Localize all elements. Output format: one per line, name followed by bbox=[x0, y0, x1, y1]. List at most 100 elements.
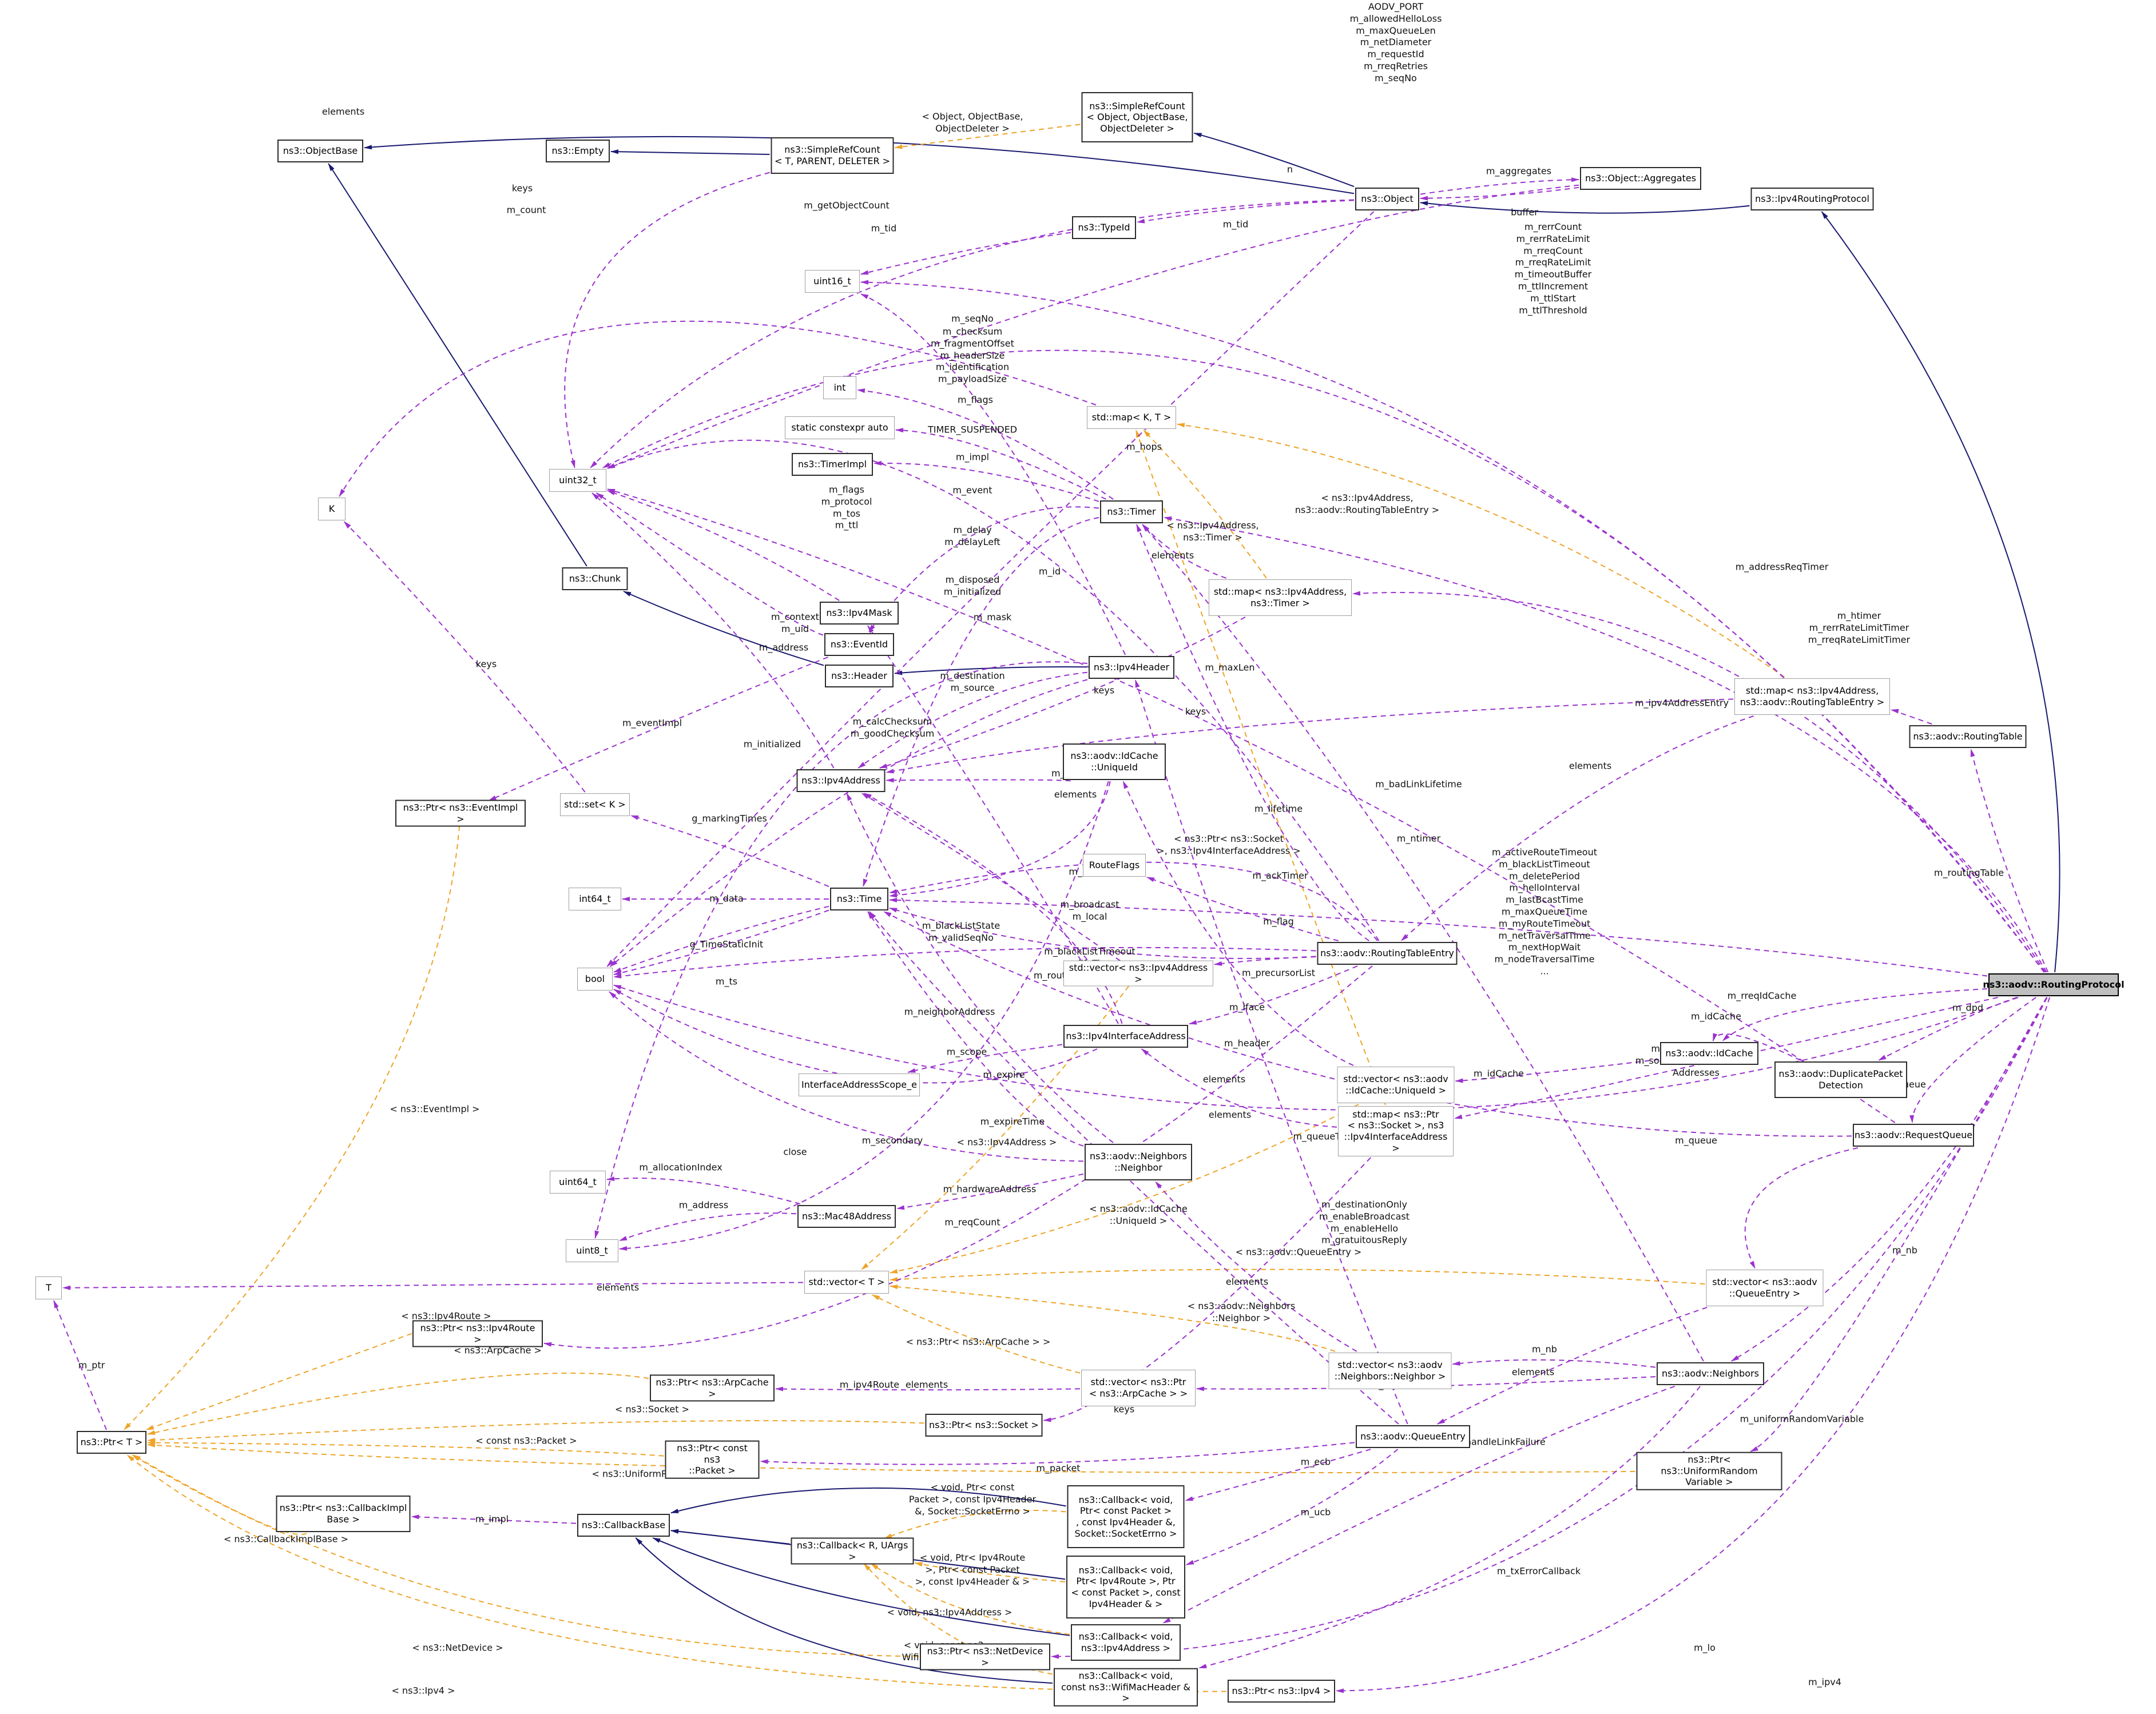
node-uint32[interactable]: uint32_t bbox=[549, 469, 606, 492]
node-typeid[interactable]: ns3::TypeId bbox=[1072, 216, 1136, 239]
node-vec_uid[interactable]: std::vector< ns3::aodv ::IdCache::Unique… bbox=[1337, 1067, 1455, 1103]
node-map_art[interactable]: std::map< ns3::Ipv4Address, ns3::aodv::R… bbox=[1734, 678, 1890, 715]
node-cb_ecb[interactable]: ns3::Callback< void, Ptr< const Packet >… bbox=[1067, 1485, 1185, 1548]
node-timer[interactable]: ns3::Timer bbox=[1100, 500, 1163, 523]
node-ptr_ipv4[interactable]: ns3::Ptr< ns3::Ipv4 > bbox=[1228, 1680, 1335, 1703]
node-iface[interactable]: ns3::Ipv4InterfaceAddress bbox=[1063, 1025, 1188, 1048]
edge-ptr_pkt-ptr_t bbox=[147, 1440, 664, 1457]
node-src_t[interactable]: ns3::SimpleRefCount < T, PARENT, DELETER… bbox=[771, 137, 894, 174]
edge-label: < ns3::Ipv4Address > bbox=[956, 1136, 1057, 1148]
node-scope[interactable]: InterfaceAddressScope_e bbox=[799, 1073, 920, 1096]
edge-time-bool_ bbox=[613, 909, 829, 976]
node-ipv4mask[interactable]: ns3::Ipv4Mask bbox=[820, 602, 899, 625]
node-cexpr[interactable]: static constexpr auto bbox=[785, 416, 895, 439]
node-int64[interactable]: int64_t bbox=[569, 888, 621, 910]
edge-label: < const ns3::Packet > bbox=[475, 1435, 577, 1446]
node-routeflags[interactable]: RouteFlags bbox=[1083, 854, 1146, 877]
edge-neighbor-time bbox=[867, 911, 1084, 1147]
edge-label: < void, Ptr< const Packet >, const Ipv4H… bbox=[908, 1481, 1037, 1517]
edge-rte-uint32 bbox=[607, 439, 1380, 941]
node-rte[interactable]: ns3::aodv::RoutingTableEntry bbox=[1317, 942, 1458, 965]
edge-label: m_getObjectCount bbox=[804, 200, 890, 211]
node-src_obj[interactable]: ns3::SimpleRefCount < Object, ObjectBase… bbox=[1081, 92, 1193, 142]
node-time[interactable]: ns3::Time bbox=[830, 888, 888, 910]
node-rp[interactable]: ns3::aodv::RoutingProtocol bbox=[1983, 973, 2125, 996]
edge-label: elements bbox=[1225, 1276, 1269, 1287]
node-ptr_eventimpl[interactable]: ns3::Ptr< ns3::EventImpl > bbox=[395, 800, 526, 827]
node-ptr_sock[interactable]: ns3::Ptr< ns3::Socket > bbox=[925, 1414, 1043, 1437]
edge-label: m_ecb bbox=[1300, 1456, 1331, 1468]
node-qe[interactable]: ns3::aodv::QueueEntry bbox=[1356, 1425, 1470, 1448]
node-uint16[interactable]: uint16_t bbox=[805, 270, 860, 293]
edge-eventid-uint32 bbox=[595, 492, 824, 636]
edge-vec_t-t bbox=[62, 1282, 804, 1290]
node-object[interactable]: ns3::Object bbox=[1355, 188, 1419, 210]
node-vec_nb[interactable]: std::vector< ns3::aodv ::Neighbors::Neig… bbox=[1328, 1353, 1452, 1389]
node-cb_ip[interactable]: ns3::Callback< void, ns3::Ipv4Address > bbox=[1071, 1624, 1181, 1661]
node-neighbors[interactable]: ns3::aodv::Neighbors bbox=[1657, 1362, 1764, 1385]
node-chunk[interactable]: ns3::Chunk bbox=[562, 567, 628, 590]
node-objectbase[interactable]: ns3::ObjectBase bbox=[277, 140, 363, 162]
node-map_at[interactable]: std::map< ns3::Ipv4Address, ns3::Timer > bbox=[1209, 579, 1352, 616]
edge-label: m_flags bbox=[958, 394, 993, 405]
node-dpd[interactable]: ns3::aodv::DuplicatePacket Detection bbox=[1774, 1061, 1907, 1098]
edge-label: m_expireTime bbox=[980, 1116, 1045, 1127]
edge-map_si-map_kt bbox=[1135, 430, 1386, 1105]
node-ptr_pkt[interactable]: ns3::Ptr< const ns3 ::Packet > bbox=[665, 1440, 760, 1479]
edge-src_t-uint32 bbox=[564, 172, 770, 468]
node-idcache[interactable]: ns3::aodv::IdCache bbox=[1660, 1042, 1758, 1065]
node-header[interactable]: ns3::Header bbox=[825, 665, 894, 687]
node-cb_wifi[interactable]: ns3::Callback< void, const ns3::WifiMacH… bbox=[1054, 1668, 1198, 1707]
node-ptr_cbi[interactable]: ns3::Ptr< ns3::CallbackImpl Base > bbox=[276, 1496, 411, 1532]
node-ipv4header[interactable]: ns3::Ipv4Header bbox=[1089, 656, 1174, 679]
node-mac48[interactable]: ns3::Mac48Address bbox=[797, 1205, 896, 1228]
node-ptr_urv[interactable]: ns3::Ptr< ns3::UniformRandom Variable > bbox=[1636, 1451, 1782, 1490]
node-neighbor[interactable]: ns3::aodv::Neighbors ::Neighbor bbox=[1085, 1144, 1192, 1180]
node-ptr_nd[interactable]: ns3::Ptr< ns3::NetDevice > bbox=[920, 1643, 1050, 1671]
node-ipv4addr[interactable]: ns3::Ipv4Address bbox=[796, 769, 886, 792]
node-uint8[interactable]: uint8_t bbox=[566, 1239, 618, 1262]
node-vec_t[interactable]: std::vector< T > bbox=[804, 1271, 889, 1294]
node-uniqueid[interactable]: ns3::aodv::IdCache ::UniqueId bbox=[1063, 743, 1166, 780]
edge-label: m_lo bbox=[1694, 1642, 1716, 1653]
node-vec_qe[interactable]: std::vector< ns3::aodv ::QueueEntry > bbox=[1706, 1270, 1824, 1306]
node-map_si[interactable]: std::map< ns3::Ptr < ns3::Socket >, ns3 … bbox=[1338, 1106, 1454, 1156]
node-int_[interactable]: int bbox=[823, 376, 856, 399]
edge-src_t-empty bbox=[610, 149, 770, 155]
edge-ptr_t-t bbox=[53, 1300, 107, 1430]
node-timerimpl[interactable]: ns3::TimerImpl bbox=[792, 453, 873, 476]
edge-ptr_ipv4-ptr_t bbox=[126, 1454, 1227, 1692]
node-aggregates[interactable]: ns3::Object::Aggregates bbox=[1580, 167, 1701, 190]
node-vec_ip[interactable]: std::vector< ns3::Ipv4Address > bbox=[1063, 960, 1213, 987]
edge-ipv4addr-uint32 bbox=[591, 492, 835, 769]
edge-label: m_neighborAddress bbox=[904, 1006, 995, 1017]
edge-label: keys bbox=[1185, 706, 1206, 717]
node-map_kt[interactable]: std::map< K, T > bbox=[1087, 406, 1176, 429]
edge-label: m_secondary bbox=[861, 1135, 923, 1146]
edge-label: m_nb bbox=[1892, 1244, 1917, 1256]
node-empty[interactable]: ns3::Empty bbox=[546, 140, 610, 162]
edge-qe-time bbox=[869, 911, 1399, 1425]
edge-mac48-uint8 bbox=[619, 1212, 797, 1242]
node-cbbase[interactable]: ns3::CallbackBase bbox=[577, 1514, 670, 1537]
node-cb_ucb[interactable]: ns3::Callback< void, Ptr< Ipv4Route >, P… bbox=[1066, 1556, 1185, 1618]
edge-label: elements bbox=[905, 1379, 948, 1390]
node-ipv4rp[interactable]: ns3::Ipv4RoutingProtocol bbox=[1750, 188, 1874, 210]
node-ptr_t[interactable]: ns3::Ptr< T > bbox=[77, 1431, 146, 1454]
node-eventid[interactable]: ns3::EventId bbox=[824, 633, 894, 656]
node-rtable[interactable]: ns3::aodv::RoutingTable bbox=[1909, 725, 2027, 748]
edge-label: m_data bbox=[709, 893, 744, 904]
edge-label: < ns3::aodv::Neighbors ::Neighbor > bbox=[1187, 1301, 1296, 1323]
node-ptr_route[interactable]: ns3::Ptr< ns3::Ipv4Route > bbox=[412, 1320, 543, 1347]
node-ptr_arp[interactable]: ns3::Ptr< ns3::ArpCache > bbox=[650, 1374, 775, 1402]
node-cb_r[interactable]: ns3::Callback< R, UArgs > bbox=[791, 1537, 914, 1565]
node-rq[interactable]: ns3::aodv::RequestQueue bbox=[1853, 1124, 1974, 1147]
node-vec_arp[interactable]: std::vector< ns3::Ptr < ns3::ArpCache > … bbox=[1081, 1370, 1196, 1406]
edge-label: m_ptr bbox=[78, 1359, 105, 1371]
node-k[interactable]: K bbox=[318, 498, 346, 520]
node-bool_[interactable]: bool bbox=[577, 968, 613, 991]
node-t[interactable]: T bbox=[35, 1276, 62, 1299]
node-uint64[interactable]: uint64_t bbox=[550, 1171, 606, 1194]
node-setk[interactable]: std::set< K > bbox=[560, 793, 630, 816]
